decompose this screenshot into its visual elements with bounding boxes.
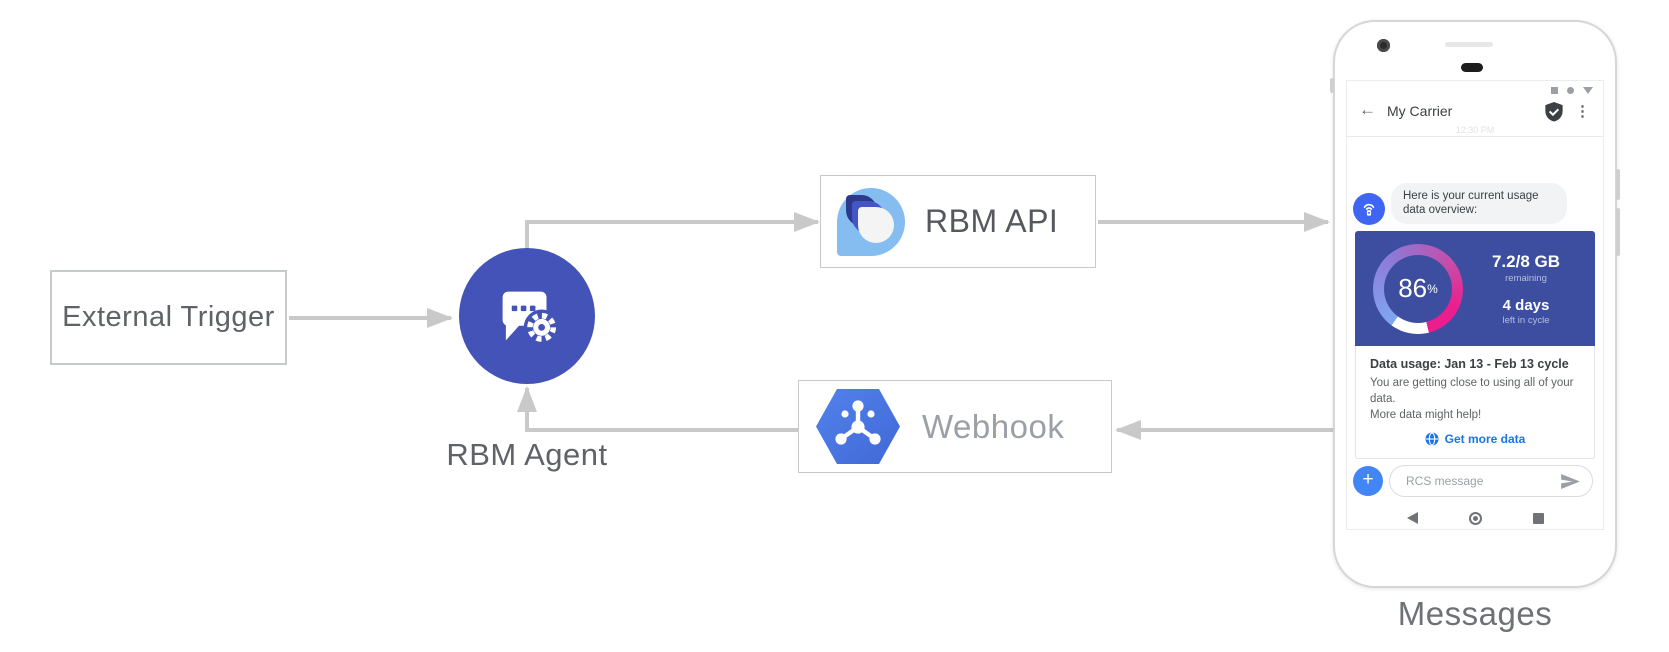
get-more-data-button[interactable]: Get more data	[1370, 432, 1580, 446]
usage-title: Data usage: Jan 13 - Feb 13 cycle	[1370, 357, 1569, 371]
home-circle-icon[interactable]	[1468, 511, 1482, 525]
usage-card: 86% 7.2/8 GB remaining 4 days left in cy…	[1355, 231, 1595, 459]
plus-icon[interactable]: +	[1353, 466, 1383, 496]
rbm-api-node: RBM API	[820, 175, 1096, 268]
remaining-label: remaining	[1505, 272, 1547, 284]
get-more-data-label: Get more data	[1444, 432, 1526, 446]
external-trigger-label: External Trigger	[62, 301, 275, 333]
pubsub-hexagon-icon	[816, 389, 900, 464]
send-icon[interactable]	[1561, 474, 1580, 494]
rcs-message-input[interactable]	[1406, 466, 1556, 496]
cycle-days-label: left in cycle	[1502, 314, 1550, 326]
composer-bar: +	[1347, 465, 1603, 497]
donut-percent: 86	[1398, 273, 1428, 303]
webhook-label: Webhook	[922, 407, 1065, 445]
volume-button[interactable]	[1616, 208, 1620, 256]
usage-card-header: 86% 7.2/8 GB remaining 4 days left in cy…	[1355, 231, 1595, 346]
sim-tray	[1330, 78, 1334, 93]
speaker-slot	[1445, 42, 1493, 47]
recents-square-icon[interactable]	[1532, 512, 1544, 524]
usage-card-body: Data usage: Jan 13 - Feb 13 cycle You ar…	[1355, 346, 1595, 459]
phone-screen: ← My Carrier ⋮ 12:30 PM	[1346, 80, 1604, 530]
chat-bubble: Here is your current usage data overview…	[1391, 183, 1567, 224]
usage-body-line1: You are getting close to using all of yo…	[1370, 377, 1574, 405]
cycle-days-value: 4 days	[1502, 296, 1550, 314]
back-triangle-icon[interactable]	[1406, 512, 1418, 524]
external-trigger-node: External Trigger	[50, 270, 287, 365]
arrow-left-icon[interactable]: ←	[1359, 100, 1376, 119]
usage-donut-chart: 86%	[1373, 243, 1463, 334]
triangle-down-icon	[1583, 87, 1593, 94]
rbm-api-label: RBM API	[925, 203, 1059, 239]
phone-mockup: ← My Carrier ⋮ 12:30 PM	[1330, 20, 1620, 588]
carrier-antenna-icon	[1353, 193, 1385, 225]
conversation-header: ← My Carrier ⋮	[1347, 99, 1603, 137]
remaining-value: 7.2/8 GB	[1491, 251, 1561, 271]
agent-message-row: Here is your current usage data overview…	[1353, 183, 1567, 225]
message-input-pill	[1389, 465, 1593, 497]
arrow-webhook-to-agent	[517, 386, 798, 432]
rbm-api-teardrop-logo	[837, 187, 905, 256]
usage-stats: 7.2/8 GB remaining 4 days left in cycle	[1463, 252, 1595, 326]
usage-body-line2: More data might help!	[1370, 409, 1482, 421]
kebab-menu-icon[interactable]: ⋮	[1575, 103, 1590, 120]
front-camera	[1377, 39, 1390, 52]
messages-caption: Messages	[1397, 595, 1553, 632]
webhook-node: Webhook	[798, 380, 1112, 473]
power-button[interactable]	[1616, 169, 1620, 200]
globe-icon	[1425, 432, 1439, 446]
timestamp: 12:30 PM	[1455, 125, 1495, 135]
arrow-agent-to-api	[525, 212, 820, 252]
earpiece	[1461, 63, 1483, 72]
verified-shield-icon	[1545, 102, 1563, 127]
donut-percent-unit: %	[1427, 281, 1438, 296]
square-icon	[1551, 87, 1558, 94]
android-navbar	[1347, 505, 1603, 529]
conversation-title: My Carrier	[1387, 103, 1453, 119]
status-tray	[1551, 87, 1593, 94]
circle-icon	[1567, 87, 1574, 94]
rbm-agent-node	[459, 248, 595, 384]
chat-agent-gear-icon	[502, 291, 560, 346]
rbm-agent-label: RBM Agent	[446, 437, 608, 472]
